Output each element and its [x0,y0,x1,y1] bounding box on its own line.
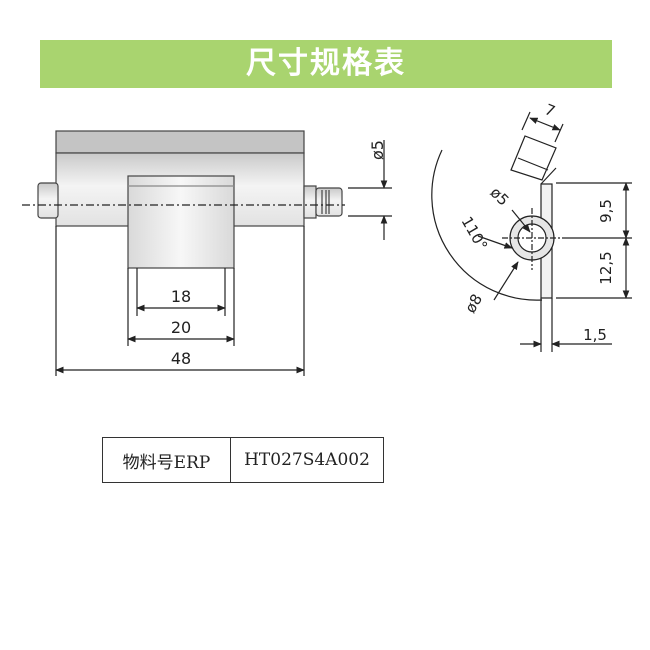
dim-barrel-diameter: ø8 [461,291,486,316]
rotation-arc [431,149,543,301]
dim-plate-thickness: 1,5 [583,326,607,344]
erp-label: 物料号ERP [103,438,231,482]
dim-top-thickness: 7 [542,100,558,120]
dim-rotation-angle: 110° [458,213,492,253]
dim-front-diameter: ø5 [368,140,387,160]
dim-lower-height: 12,5 [597,251,615,284]
front-view [22,130,392,376]
dim-leaf-outer: 20 [171,318,191,337]
hinge-leaf-top [55,130,305,154]
upper-leaf [510,135,557,181]
title-banner: 尺寸规格表 [40,40,612,88]
pin-right-collar [303,185,317,219]
center-leaf [127,175,235,269]
erp-value: HT027S4A002 [244,450,370,470]
pin-left [37,182,59,219]
dim-pin-diameter: ø5 [487,183,513,209]
dim-total-length: 48 [171,349,191,368]
page-title: 尺寸规格表 [246,46,406,81]
side-view [431,111,632,352]
dim-leaf-inner: 18 [171,287,191,306]
erp-table: 物料号ERP HT027S4A002 [102,437,384,483]
dim-upper-height: 9,5 [597,199,615,223]
